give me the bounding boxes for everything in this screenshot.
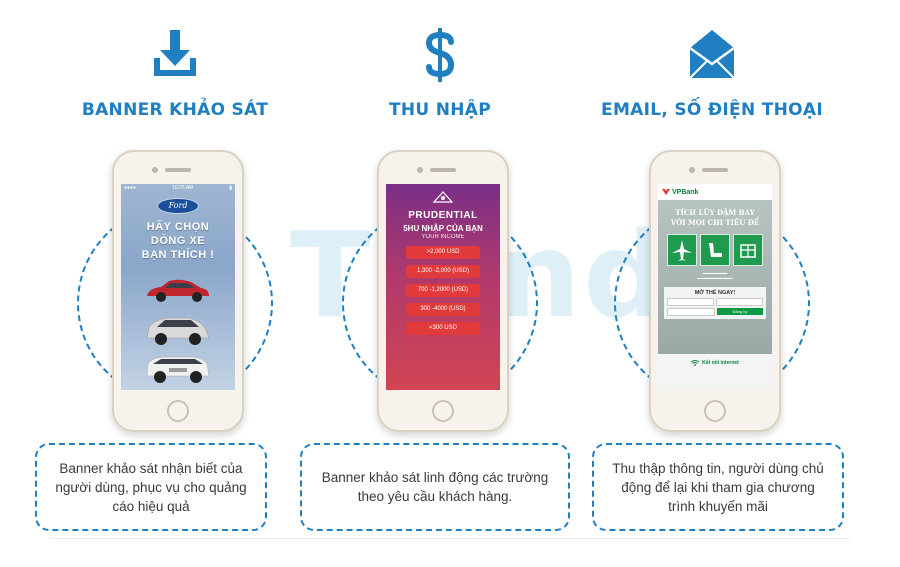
income-option[interactable]: 1,300 -2,000 (USD) [406,265,480,278]
fine-print: ▬▬▬▬▬▬▬▬▬▬▬▬▬▬▬▬▬ [697,271,733,280]
phone-mockup: VPBank TÍCH LŨY DẶM BAY VỚI MỌI CHI TIÊU… [649,150,781,432]
phone-screen: ●●●●10:25 AM▮ Ford HÃY CHỌN DÒNG XE BẠN … [121,184,235,390]
divider [50,538,850,539]
brand-name: PRUDENTIAL [408,210,478,221]
feature-description: Banner khảo sát nhận biết của người dùng… [35,443,267,531]
feature-title: THU NHẬP [388,100,492,120]
car-option-red[interactable] [143,276,213,306]
ford-logo: Ford [157,198,199,214]
vpbank-header: VPBank [658,184,772,200]
envelope-icon [688,28,736,85]
phone-screen: VPBank TÍCH LŨY DẶM BAY VỚI MỌI CHI TIÊU… [658,184,772,390]
income-subtitle: YOUR INCOME [421,234,465,240]
camera-icon [689,167,695,173]
wifi-icon [691,360,700,366]
prudential-crest-icon [432,191,454,203]
home-button [704,400,726,422]
income-option[interactable]: >2,000 USD [406,246,480,259]
income-option[interactable]: <300 USD [406,322,480,335]
phone-field[interactable] [716,298,763,306]
register-button[interactable]: Đăng ký [717,308,763,315]
camera-icon [417,167,423,173]
income-question: 5HU NHẬP CỦA BẠN [403,224,483,233]
email-field[interactable] [667,308,715,316]
signup-form: MỞ THẺ NGAY! Đăng ký [664,287,766,319]
download-icon [150,28,200,85]
camera-icon [152,167,158,173]
phone-mockup: ●●●●10:25 AM▮ Ford HÃY CHỌN DÒNG XE BẠN … [112,150,244,432]
status-bar: ●●●●10:25 AM▮ [124,185,232,191]
speaker [165,168,191,172]
feature-description: Thu thập thông tin, người dùng chủ động … [592,443,844,531]
feature-banner-survey: BANNER KHẢO SÁT ●●●●10:25 AM▮ Ford HÃY C… [25,0,325,567]
promo-title: TÍCH LŨY DẶM BAY VỚI MỌI CHI TIÊU ĐỂ [670,208,760,227]
form-title: MỞ THẺ NGAY! [694,290,736,296]
dollar-icon [425,28,455,87]
feature-title: BANNER KHẢO SÁT [81,100,269,120]
home-button [432,400,454,422]
phone-mockup: PRUDENTIAL 5HU NHẬP CỦA BẠN YOUR INCOME … [377,150,509,432]
feature-description: Banner khảo sát linh động các trường the… [300,443,570,531]
seat-icon [700,234,730,266]
vpbank-logo-icon [662,189,670,195]
income-option[interactable]: 300 -4000 (USD) [406,303,480,316]
gift-icon [733,234,763,266]
income-option[interactable]: 700 -1,2000 (USD) [406,284,480,297]
name-field[interactable] [667,298,714,306]
feature-income: THU NHẬP PRUDENTIAL 5HU NHẬP CỦA BẠN YOU… [290,0,590,567]
promo-hero: TÍCH LŨY DẶM BAY VỚI MỌI CHI TIÊU ĐỂ ▬▬▬… [658,200,772,354]
survey-headline: HÃY CHỌN DÒNG XE BẠN THÍCH ! [141,221,215,261]
phone-screen: PRUDENTIAL 5HU NHẬP CỦA BẠN YOUR INCOME … [386,184,500,390]
speaker [702,168,728,172]
car-option-white[interactable] [143,352,213,386]
car-option-silver[interactable] [143,314,213,348]
plane-icon [667,234,697,266]
connect-footer: Kết nối internet [658,360,772,366]
home-button [167,400,189,422]
feature-email-phone: EMAIL, SỐ ĐIỆN THOẠI VPBank TÍCH LŨY DẶM… [562,0,862,567]
feature-title: EMAIL, SỐ ĐIỆN THOẠI [601,100,823,120]
speaker [430,168,456,172]
